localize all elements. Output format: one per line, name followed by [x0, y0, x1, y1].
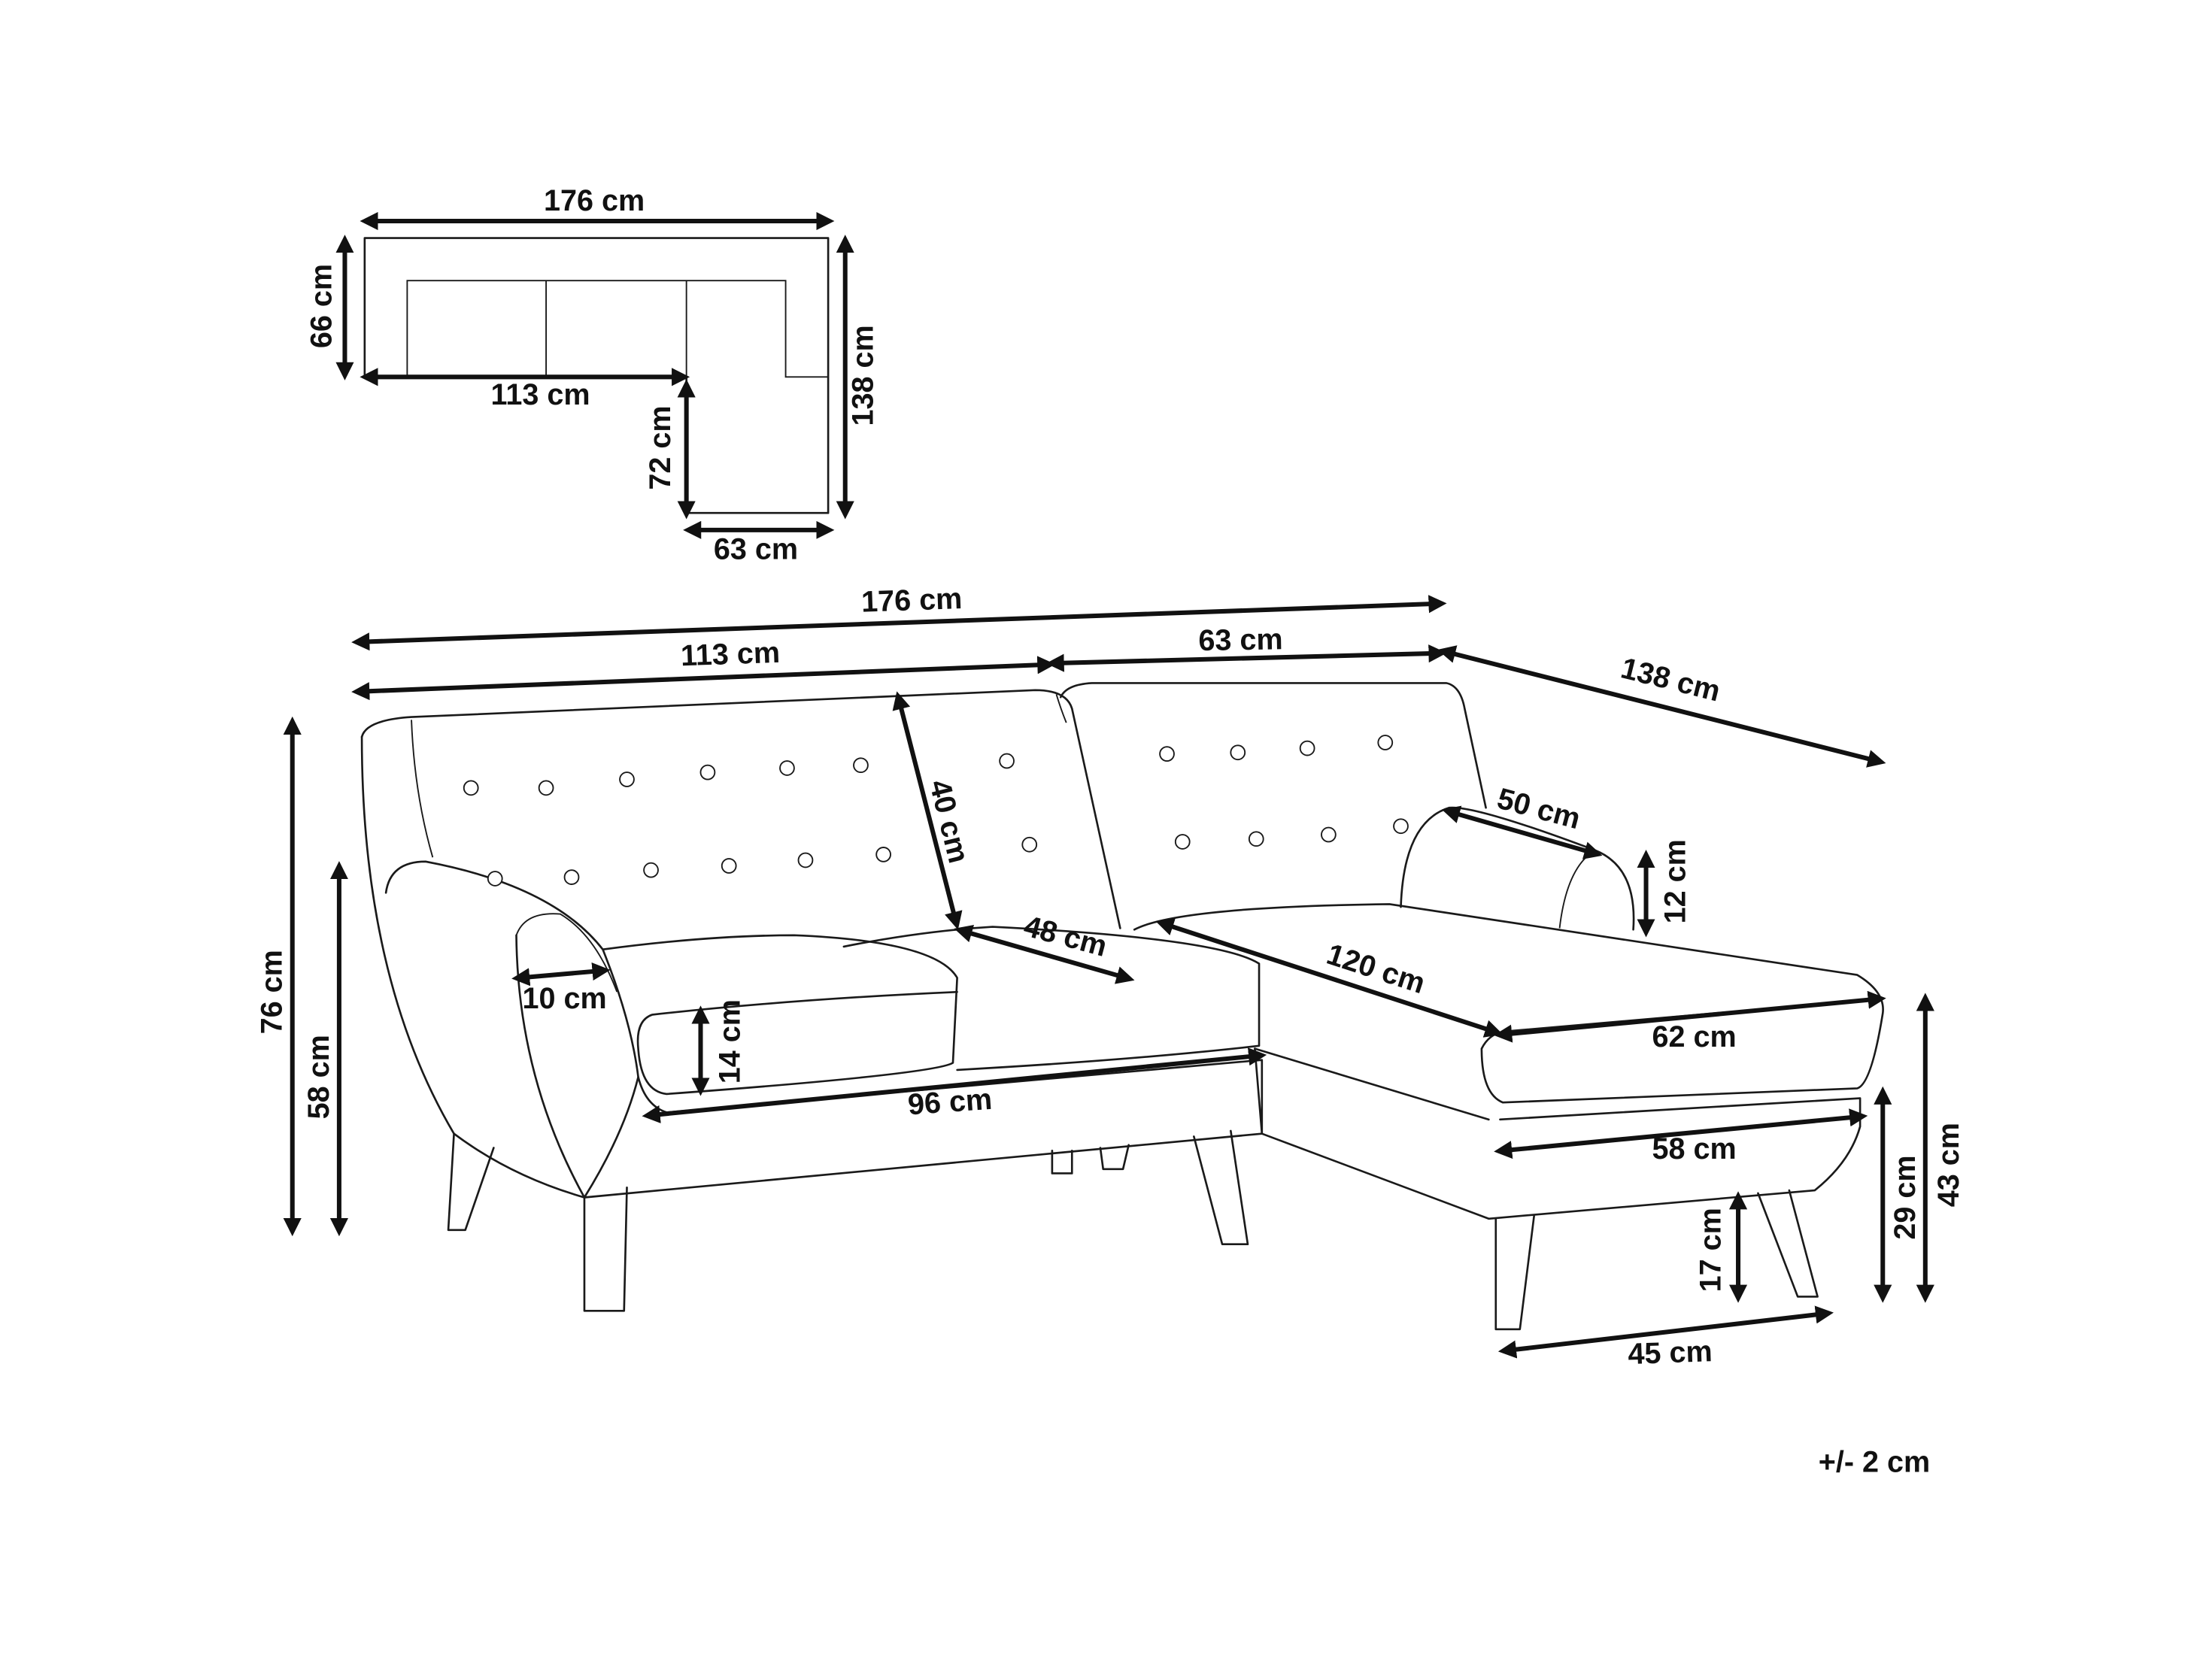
base-height-label: 29 cm: [1889, 1155, 1922, 1239]
total-height-label: 76 cm: [256, 950, 289, 1034]
chaise-cushion-fold: [1558, 849, 1596, 929]
plan-chaise-width-label: 63 cm: [714, 533, 798, 566]
backrest-height-arrow: [892, 691, 963, 930]
seat-cushion-height-label: 14 cm: [713, 999, 746, 1084]
left-arm-outer: [360, 735, 586, 1199]
plan-width-label: 176 cm: [544, 184, 645, 217]
depth-total-arrow: [1437, 645, 1886, 768]
seat-width-label: 96 cm: [907, 1083, 994, 1122]
armrest-height-label: 58 cm: [302, 1035, 335, 1119]
cushion-height-label: 12 cm: [1658, 839, 1692, 923]
plan-inner-lines: [406, 280, 829, 378]
width-total-label: 176 cm: [860, 582, 963, 619]
left-arm: [384, 860, 639, 1199]
seat-cushion-left: [602, 934, 958, 1096]
seat-width-arrow: [642, 1047, 1267, 1124]
tufted-buttons: [463, 735, 1409, 887]
width-total-arrow: [351, 595, 1447, 651]
sofa-back-inner: [411, 694, 1067, 858]
chaise-width-label: 63 cm: [1198, 623, 1283, 657]
chaise-seat-length-arrow: [1155, 918, 1503, 1038]
legs: [447, 1129, 1819, 1331]
plan-sofa-width-label: 113 cm: [491, 378, 590, 411]
seat-height-label: 43 cm: [1932, 1123, 1965, 1207]
sofa-width-arrow: [351, 656, 1056, 701]
chaise-base-width-label: 58 cm: [1652, 1132, 1737, 1165]
armrest-width-label: 10 cm: [522, 982, 606, 1015]
sofa-front-base: [583, 1059, 1264, 1199]
leg-spacing-label: 45 cm: [1628, 1335, 1713, 1371]
left-arm-front: [515, 913, 618, 993]
plan-view: 176 cm 66 cm 113 cm 138 cm 72 cm 63 cm: [305, 184, 880, 566]
chaise-width-arrow: [1045, 644, 1447, 672]
chaise-back: [1059, 682, 1487, 809]
leg-spacing-arrow: [1497, 1305, 1834, 1359]
plan-depth-label: 138 cm: [847, 325, 880, 426]
tolerance-note: +/- 2 cm: [1819, 1445, 1930, 1478]
sofa-back: [360, 689, 1121, 929]
chaise-seat: [1133, 903, 1884, 1121]
chaise-base-width-arrow: [1494, 1108, 1868, 1159]
perspective-dimensions: 176 cm 113 cm 63 cm 138 cm 40 cm 48 cm 5…: [256, 582, 1965, 1371]
chaise-seat-width-arrow: [1494, 990, 1886, 1043]
chaise-seat-width-label: 62 cm: [1652, 1020, 1737, 1053]
leg-height-label: 17 cm: [1695, 1208, 1728, 1292]
armrest-width-arrow: [511, 962, 611, 987]
sofa-width-label: 113 cm: [680, 636, 780, 673]
plan-back-depth-label: 66 cm: [305, 264, 338, 348]
seat-depth-arrow: [954, 924, 1135, 984]
plan-chaise-ext-label: 72 cm: [644, 405, 677, 490]
chaise-base: [1254, 1047, 1862, 1220]
cushion-length-arrow: [1441, 805, 1603, 859]
seat-depth-label: 48 cm: [1021, 909, 1111, 963]
